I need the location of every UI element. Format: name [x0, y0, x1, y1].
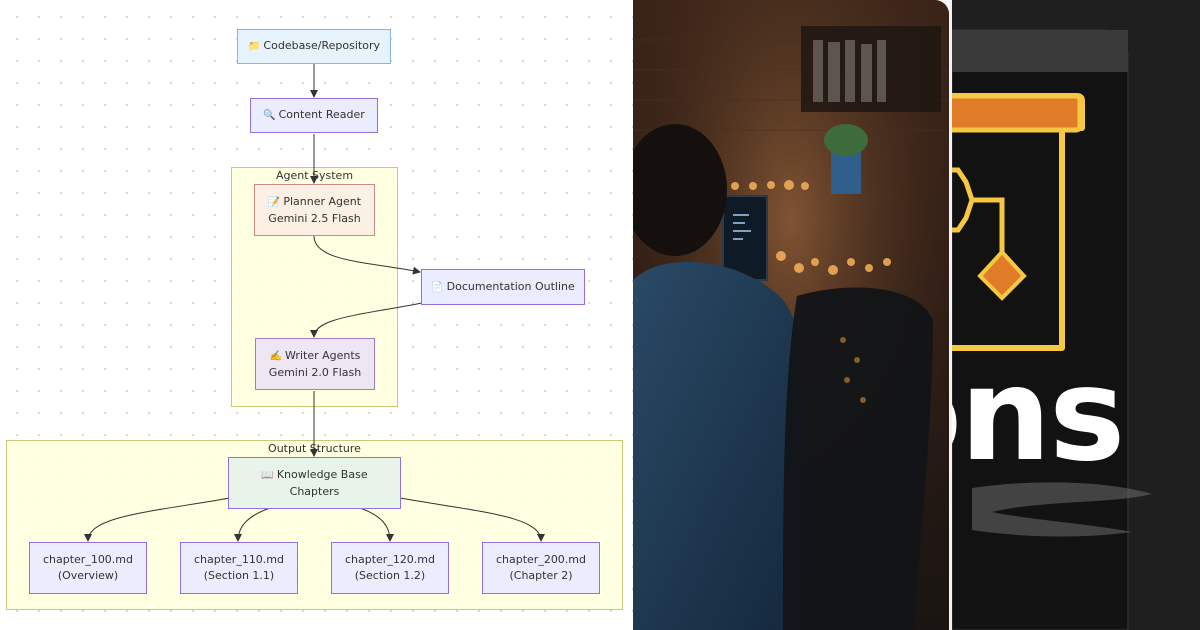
chapter-200-desc: (Chapter 2) [509, 569, 573, 582]
flowchart-panel: Agent System Output Structure 📁Codebase/… [0, 0, 633, 630]
content-reader-label: Content Reader [278, 108, 365, 121]
logo-graphic [952, 29, 1152, 630]
writing-hand-icon: ✍️ [269, 350, 283, 362]
edge-knowledge-ch100 [84, 497, 231, 542]
chapter-200-node: chapter_200.md (Chapter 2) [482, 542, 600, 594]
chapter-100-node: chapter_100.md (Overview) [29, 542, 147, 594]
edge-knowledge-ch200 [399, 497, 545, 542]
codebase-repository-node: 📁Codebase/Repository [237, 29, 391, 64]
chapter-100-file: chapter_100.md [42, 553, 134, 566]
edge-planner-outline [313, 235, 421, 275]
edge-knowledge-ch120 [359, 507, 394, 542]
memo-icon: 📝 [267, 196, 281, 208]
planner-agent-model: Gemini 2.5 Flash [268, 211, 361, 225]
panel-divider [949, 0, 952, 630]
edge-knowledge-ch110 [234, 507, 271, 542]
edge-outline-writer [310, 302, 423, 338]
page-icon: 📄 [431, 281, 444, 293]
planner-agent-node: 📝Planner Agent Gemini 2.5 Flash [254, 184, 375, 236]
writer-agents-label: Writer Agents [285, 348, 361, 362]
open-book-icon: 📖 [261, 469, 274, 481]
writer-agents-model: Gemini 2.0 Flash [268, 365, 362, 379]
chapter-200-file: chapter_200.md [495, 553, 587, 566]
chapter-110-file: chapter_110.md [193, 553, 285, 566]
knowledge-base-label: Knowledge Base [276, 467, 368, 481]
folder-icon: 📁 [247, 41, 261, 52]
logo-panel: ons [952, 0, 1200, 630]
flow-edges [84, 64, 545, 542]
codebase-label: Codebase/Repository [263, 39, 381, 52]
magnifier-icon: 🔍 [263, 110, 276, 121]
chapter-120-file: chapter_120.md [344, 553, 436, 566]
diamond-icon [977, 249, 1027, 301]
knowledge-base-sub: Chapters [289, 484, 340, 498]
documentation-outline-node: 📄Documentation Outline [421, 269, 585, 305]
chapter-110-desc: (Section 1.1) [203, 569, 275, 582]
writer-agents-node: ✍️Writer Agents Gemini 2.0 Flash [255, 338, 375, 390]
documentation-outline-label: Documentation Outline [446, 279, 575, 293]
knowledge-base-node: 📖Knowledge Base Chapters [228, 457, 401, 509]
photo-illustration [633, 0, 949, 630]
developer-photo [633, 0, 949, 630]
chapter-110-node: chapter_110.md (Section 1.1) [180, 542, 298, 594]
content-reader-node: 🔍Content Reader [250, 98, 378, 133]
chapter-100-desc: (Overview) [57, 569, 119, 582]
logo-text: ons [952, 341, 1125, 490]
chapter-120-node: chapter_120.md (Section 1.2) [331, 542, 449, 594]
chapter-120-desc: (Section 1.2) [354, 569, 426, 582]
planner-agent-label: Planner Agent [283, 194, 362, 208]
